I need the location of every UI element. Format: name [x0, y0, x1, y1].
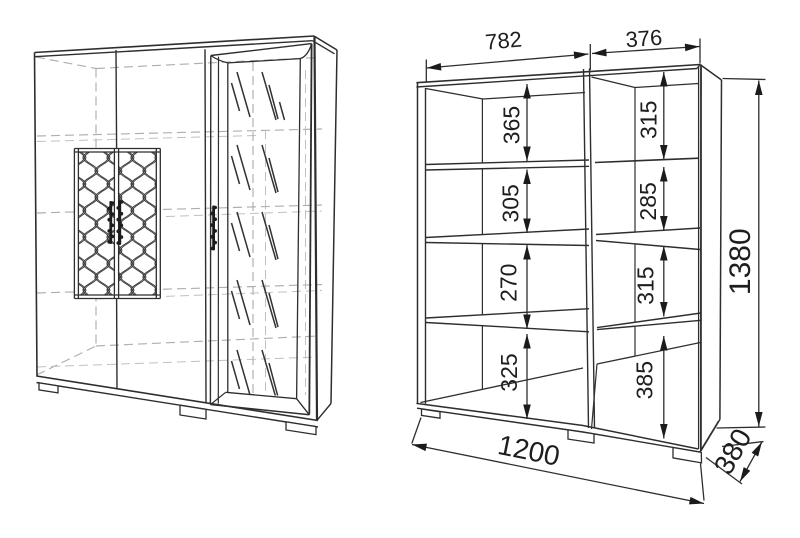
svg-text:315: 315 [633, 266, 659, 304]
svg-text:285: 285 [635, 182, 661, 220]
svg-text:270: 270 [495, 264, 521, 302]
svg-text:325: 325 [496, 353, 522, 391]
svg-text:782: 782 [484, 27, 523, 55]
svg-text:385: 385 [631, 361, 657, 399]
svg-text:1380: 1380 [724, 228, 757, 295]
svg-text:315: 315 [636, 101, 662, 139]
svg-text:365: 365 [499, 106, 525, 144]
svg-text:305: 305 [497, 184, 523, 222]
svg-text:376: 376 [625, 25, 663, 53]
